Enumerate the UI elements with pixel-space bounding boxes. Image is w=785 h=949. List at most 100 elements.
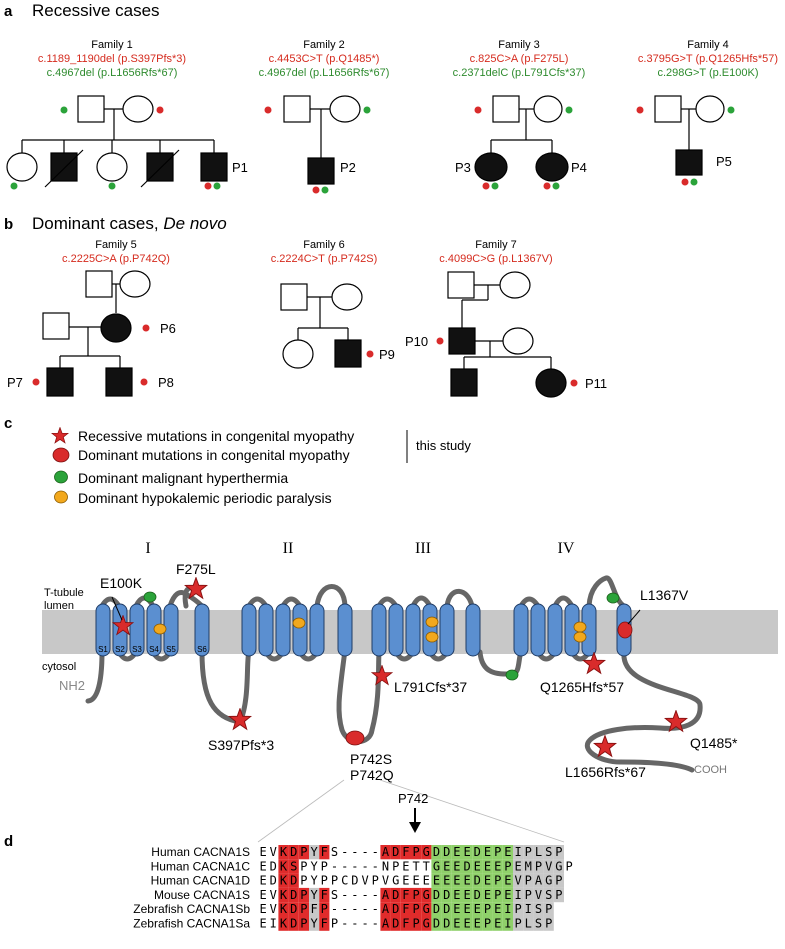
segment-S2: S2 [115,645,125,654]
alignment-cell-bg [513,916,524,931]
alignment-cell-bg [441,845,452,860]
alignment-cell-bg [462,845,473,860]
alignment-cell-bg [533,887,544,903]
alignment-residue: C [341,874,348,888]
alignment-cell-bg [431,845,442,860]
alignment-cell-bg [298,916,309,931]
alignment-residue: E [463,845,470,859]
alignment-residue: P [331,917,338,931]
alignment-residue: E [463,874,470,888]
alignment-cell-bg [523,902,534,917]
alignment-cell-bg [319,902,330,917]
alignment-residue: T [412,859,419,873]
alignment-residue: P [300,845,307,859]
alignment-cell-bg [533,902,544,917]
family-6-name: Family 6 [303,239,345,251]
alignment-residue: - [351,917,358,931]
alignment-residue: - [372,917,379,931]
p742-arrowhead-icon [409,822,421,833]
alignment-residue: V [545,859,552,873]
alignment-cell-bg [288,859,299,874]
lumen-label-2: lumen [44,600,74,612]
alignment-cell-bg [390,902,401,917]
alignment-residue: E [443,874,450,888]
alignment-residue: D [433,845,440,859]
p742-marker-label: P742 [398,791,428,806]
alignment-residue: F [402,888,409,902]
alignment-residue: - [331,902,338,916]
alignment-residue: K [280,917,288,931]
panel-a: a Recessive cases Family 1 c.1189_1190de… [4,1,778,194]
alignment-cell-bg [553,859,564,874]
segment-S6: S6 [197,645,207,654]
alignment-cell-bg [482,887,493,903]
panel-d-letter: d [4,833,13,850]
alignment-species-label: Human CACNA1S [151,845,250,859]
alignment-residue: D [433,888,440,902]
segment-S5: S5 [166,645,176,654]
segment-S1: S1 [98,645,108,654]
label-L1656Rfs: L1656Rfs*67 [565,764,646,780]
alignment-residue: Y [310,888,318,902]
alignment-cell-bg [492,845,503,860]
alignment-residue: P [525,845,532,859]
family-3-name: Family 3 [498,39,540,51]
alignment-residue: D [290,917,297,931]
alignment-residue: F [310,902,317,916]
patient-P10: P10 [405,334,428,349]
alignment-residue: P [484,902,491,916]
alignment-residue: P [555,888,562,902]
alignment-residue: M [525,859,532,873]
alignment-residue: A [382,917,390,931]
alignment-cell-bg [523,845,534,860]
alignment-cell-bg [513,845,524,860]
alignment-residue: G [423,917,430,931]
alignment-residue: E [463,902,470,916]
alignment-residue: G [423,888,430,902]
marker-P6 [142,324,150,332]
alignment-residue: V [270,888,277,902]
marker-P8 [140,378,148,386]
alignment-residue: - [331,859,338,873]
alignment-cell-bg [309,887,320,903]
star-L1656Rfs-icon [593,735,617,757]
alignment-residue: G [545,874,552,888]
alignment-residue: D [392,917,399,931]
alignment-cell-bg [553,845,564,860]
alignment-cell-bg [543,859,554,874]
pedigree-family-5 [42,270,151,397]
alignment-residue: E [504,845,511,859]
alignment-residue: Y [310,859,318,873]
pedigree-family-7 [447,271,567,398]
alignment-residue: D [290,874,297,888]
alignment-cell-bg [288,916,299,931]
alignment-residue: E [402,859,409,873]
alignment-residue: - [351,859,358,873]
legend-hypopp: Dominant hypokalemic periodic paralysis [78,490,332,506]
alignment-residue: S [331,845,338,859]
alignment-cell-bg [533,845,544,860]
alignment-residue: P [514,917,521,931]
alignment-residue: E [259,874,266,888]
alignment-cell-bg [523,859,534,874]
alignment-residue: E [463,917,470,931]
alignment-residue: V [514,874,521,888]
domain-II: II [283,540,294,557]
alignment-residue: P [555,874,562,888]
alignment-cell-bg [431,902,442,917]
alignment-cell-bg [472,873,483,888]
alignment-residue: K [280,902,288,916]
alignment-residue: E [259,845,266,859]
alignment-cell-bg [492,916,503,931]
alignment-residue: P [331,874,338,888]
alignment-residue: P [555,845,562,859]
alignment-cell-bg [502,902,513,917]
family-2-mut1: c.4453C>T (p.Q1485*) [269,53,380,65]
family-6-mut: c.2224C>T (p.P742S) [271,253,378,265]
alignment-residue: - [361,888,368,902]
legend-mh: Dominant malignant hyperthermia [78,470,288,486]
alignment-species-label: Mouse CACNA1S [154,888,250,902]
alignment-residue: S [545,888,552,902]
alignment-residue: D [351,874,358,888]
alignment-residue: P [300,917,307,931]
